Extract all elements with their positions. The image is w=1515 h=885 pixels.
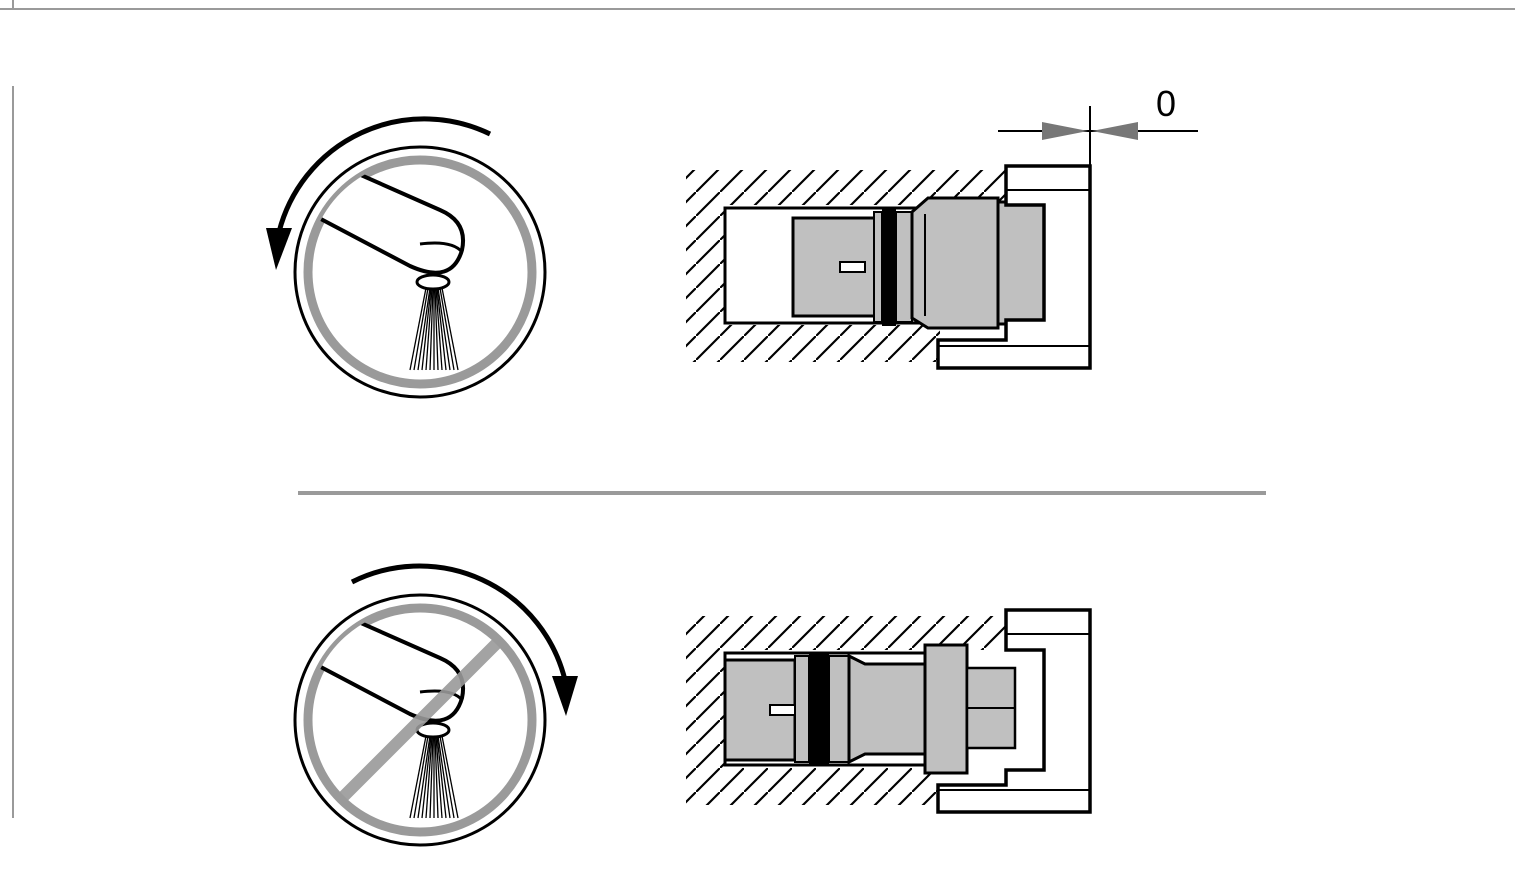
faucet-running-icon	[293, 145, 547, 399]
rotate-counterclockwise-arrow-icon	[266, 116, 492, 270]
gap-dimension: 0	[998, 83, 1198, 170]
gap-dimension-label: 0	[1156, 83, 1176, 124]
frame-border	[0, 0, 1515, 818]
valve-section-open	[686, 164, 1092, 370]
valve-section-closed	[686, 608, 1092, 814]
rotate-clockwise-arrow-icon	[350, 563, 578, 716]
faucet-prohibited-icon	[293, 593, 547, 847]
